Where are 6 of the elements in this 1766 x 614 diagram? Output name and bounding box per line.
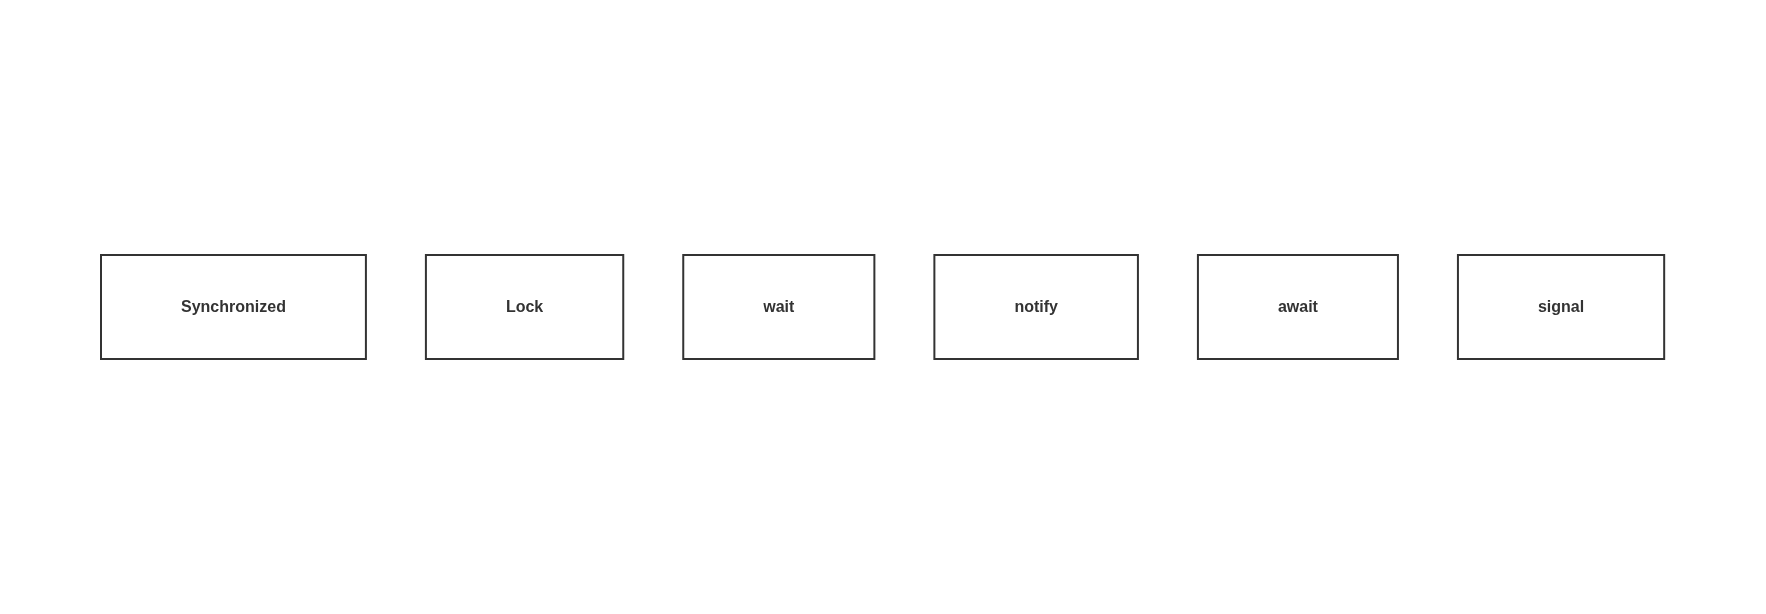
node-box: Lock — [425, 254, 625, 360]
node-box: wait — [682, 254, 876, 360]
node-box: signal — [1457, 254, 1666, 360]
node-box: await — [1197, 254, 1400, 360]
node-box: Synchronized — [100, 254, 368, 360]
node-box: notify — [933, 254, 1140, 360]
